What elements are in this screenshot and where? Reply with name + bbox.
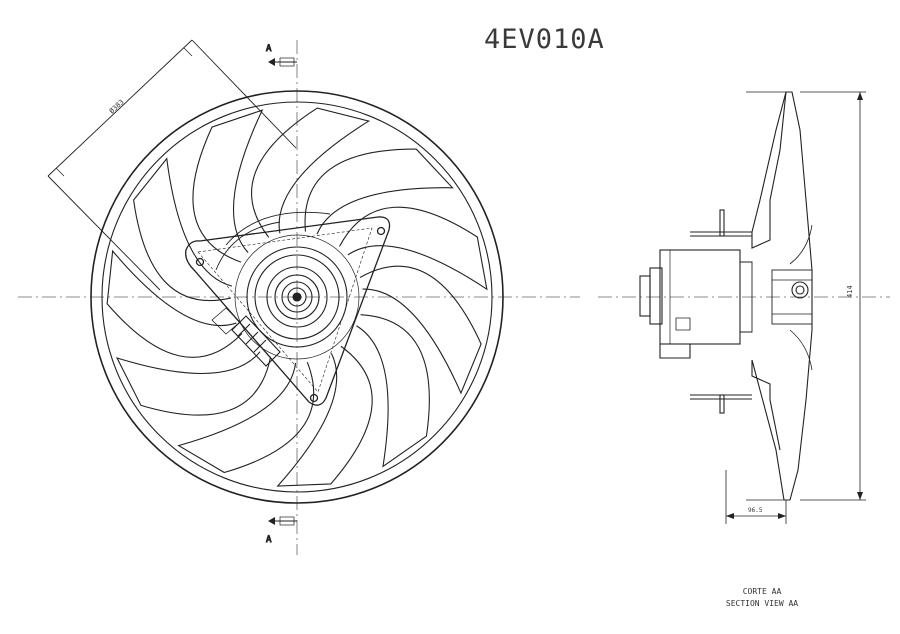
- side-mounting-studs: [690, 209, 752, 414]
- svg-text:Ø383: Ø383: [108, 98, 126, 115]
- mount-bolt-hole: [309, 393, 319, 403]
- height-dimension: 414: [800, 91, 866, 501]
- fan-blade: [356, 314, 430, 468]
- fan-blade: [359, 265, 482, 395]
- section-caption-line2: SECTION VIEW AA: [725, 599, 799, 608]
- fan-blade: [304, 148, 454, 235]
- section-view-caption: CORTE AA SECTION VIEW AA: [712, 586, 812, 610]
- side-motor: [639, 249, 753, 359]
- side-shroud: [746, 91, 813, 501]
- side-section-view: 414 96.5: [598, 91, 890, 524]
- fan-blade: [192, 109, 264, 263]
- mount-bolt-hole: [195, 257, 205, 267]
- section-letter-top: A: [266, 44, 272, 54]
- depth-dimension: 96.5: [725, 470, 787, 524]
- section-letter-bottom: A: [266, 535, 272, 545]
- front-center-lines: [18, 40, 580, 555]
- side-hub-section: [771, 224, 813, 371]
- motor-hub: [215, 211, 360, 360]
- motor-mount-plate: [185, 216, 391, 406]
- section-mark-bottom: [268, 516, 297, 526]
- fan-blade: [106, 249, 243, 358]
- section-caption-line1: CORTE AA: [742, 587, 782, 596]
- fan-blade: [177, 361, 315, 474]
- mount-bolt-hole: [376, 226, 386, 236]
- svg-text:96.5: 96.5: [748, 507, 763, 514]
- fan-blade: [133, 157, 233, 302]
- fan-blade: [251, 107, 371, 238]
- fan-blade: [115, 351, 271, 416]
- svg-text:414: 414: [846, 285, 854, 298]
- front-view: Ø383 A A: [18, 39, 580, 555]
- fan-outer-ring: [90, 90, 504, 504]
- fan-blades: [106, 107, 488, 487]
- fan-blade: [276, 345, 373, 487]
- motor-connector: [211, 307, 281, 367]
- section-mark-top: [268, 57, 297, 67]
- part-number-label: 4EV010A: [484, 24, 605, 55]
